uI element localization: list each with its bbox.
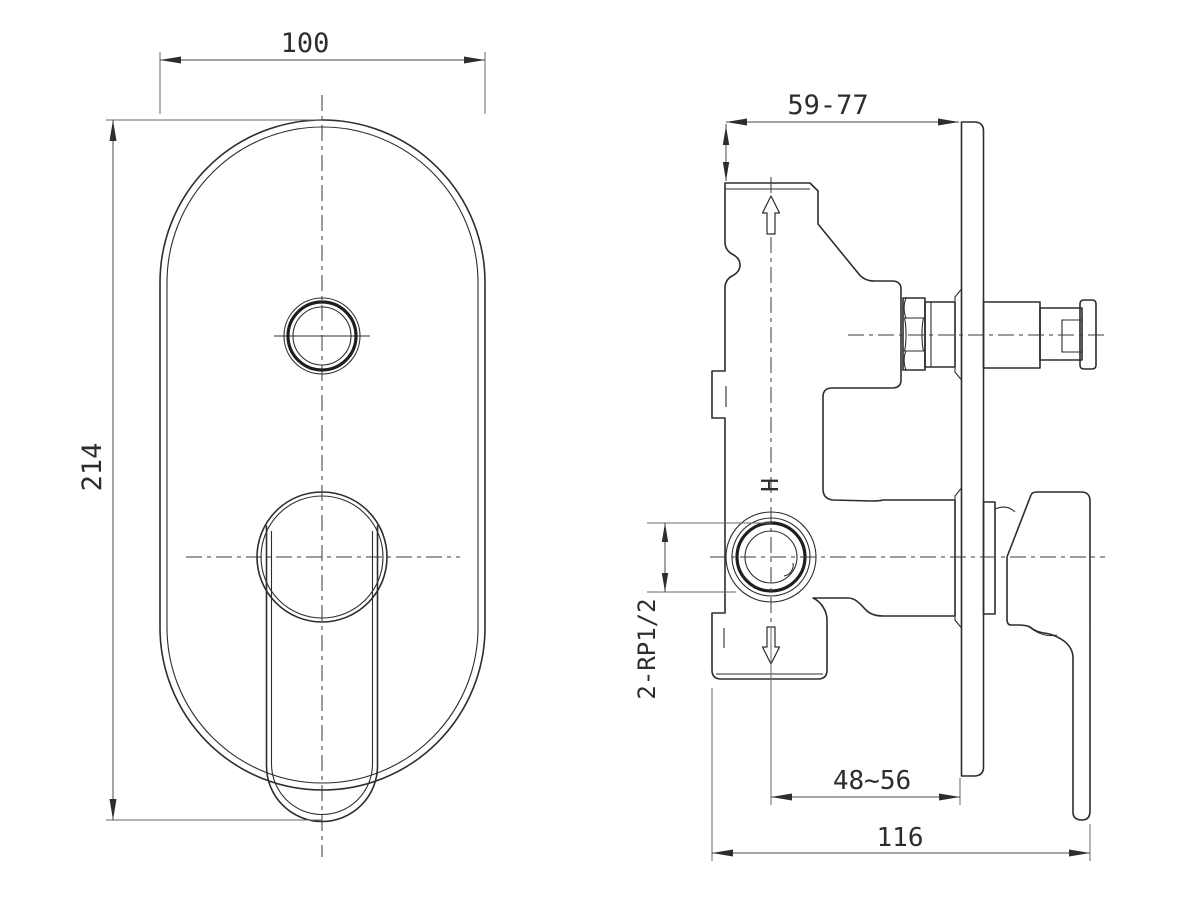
dim-height: 214 [77,119,322,821]
dim-handle-depth: 48~56 [770,628,961,805]
outlet-connection [902,287,1097,382]
valve-body-outline [711,182,956,680]
dim-inlet-ports-label: 2-RP1/2 [633,598,661,699]
wall-plate [960,121,985,777]
dim-total-depth-label: 116 [877,823,924,853]
hex-nut [902,297,926,371]
dim-width: 100 [159,28,486,114]
dim-total-depth: 116 [711,688,1091,861]
pipe-socket [1061,319,1083,353]
pipe-reducer [1039,307,1083,361]
handle-boss [982,501,996,615]
side-view: H 59-77 2-RP1/2 48~56 [633,90,1108,861]
dim-handle-depth-label: 48~56 [833,766,911,796]
pipe-end-cap [1079,299,1097,370]
dim-inlet-ports: 2-RP1/2 [633,522,771,700]
dim-depth-range-label: 59-77 [787,90,868,121]
hot-marker-label: H [758,478,784,492]
cover-plate-inner [166,126,479,784]
diverter-button [283,297,361,375]
dim-width-label: 100 [281,28,330,59]
lever-handle-front [256,491,388,823]
flow-up-arrow [761,195,781,235]
cover-plate-outer [159,119,486,791]
handle-body [1006,491,1091,821]
lever-handle-side [954,486,1091,821]
dim-height-label: 214 [77,443,108,492]
handle-escutcheon [954,486,963,630]
front-view: 100 214 [77,28,486,857]
dim-depth-range: 59-77 [722,90,959,181]
